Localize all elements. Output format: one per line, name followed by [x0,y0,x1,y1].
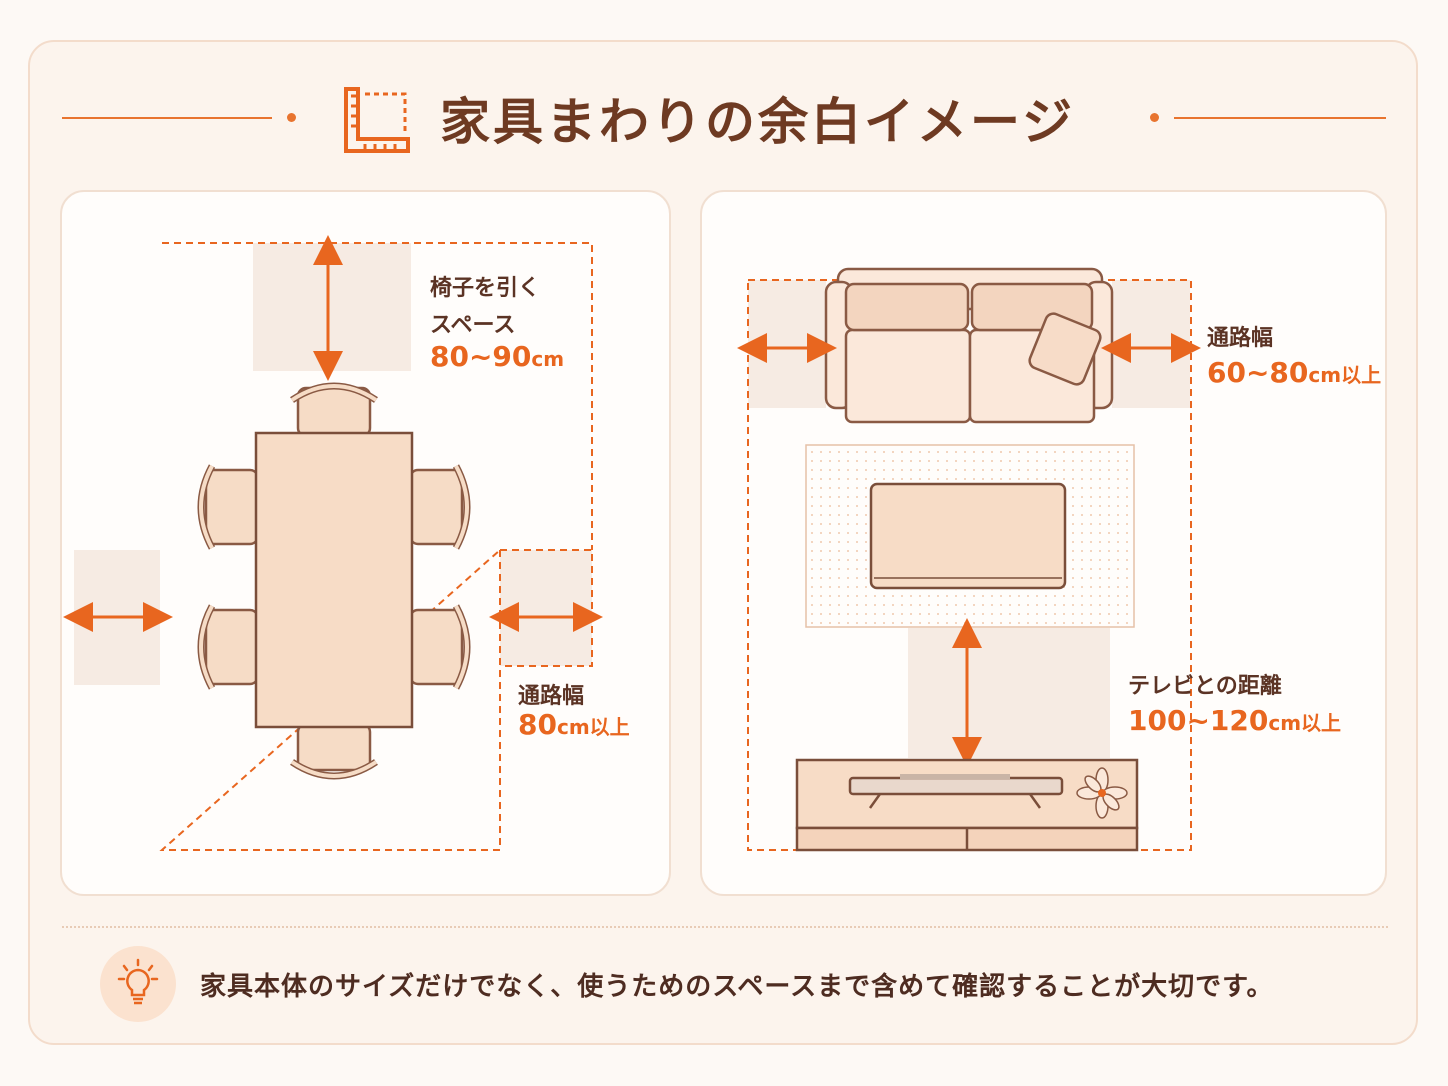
flower-decoration [1076,767,1128,819]
chair-space-zone [253,243,411,371]
lightbulb-icon [117,958,159,1005]
tv-distance-label: テレビとの距離 [1128,674,1282,699]
dining-aisle-label: 通路幅 [518,684,585,709]
dining-diagram [63,235,603,851]
living-diagram [737,267,1201,852]
chair-space-label-line1: 椅子を引く [430,276,541,301]
chair-space-label-line2: スペース [430,313,516,338]
chair-bottom [290,722,378,780]
header-right-line [1174,117,1386,119]
tip-icon-badge [100,946,176,1022]
dining-clearance-outline [159,242,593,851]
chair-space-value: 80~90cm [430,340,565,373]
dining-aisle-value: 80cm以上 [518,708,630,741]
chair-top [290,382,378,438]
sofa [824,267,1114,424]
header-right-dot [1150,113,1159,122]
tip-text: 家具本体のサイズだけでなく、使うためのスペースまで含めて確認することが大切です。 [200,972,1274,1002]
tv-distance-value: 100~120cm以上 [1128,704,1342,737]
header-left-dot [287,113,296,122]
sofa-aisle-value: 60~80cm以上 [1207,356,1382,389]
coffee-table [869,482,1067,590]
chair-left-2 [197,604,260,690]
sofa-aisle-label: 通路幅 [1207,326,1274,351]
page-title: 家具まわりの余白イメージ [440,93,1075,151]
tv-distance-zone [908,628,1110,758]
tip-separator [62,926,1388,928]
header-left-line [62,117,272,119]
tv-board [795,758,1139,852]
right-aisle-zone [500,550,592,666]
sofa-left-aisle-zone [748,280,826,408]
chair-right-1 [408,464,471,550]
ruler-corner-icon [343,86,411,158]
chair-right-2 [408,604,471,690]
chair-left-1 [197,464,260,550]
dining-table [254,431,414,729]
sofa-right-aisle-zone [1112,280,1190,408]
